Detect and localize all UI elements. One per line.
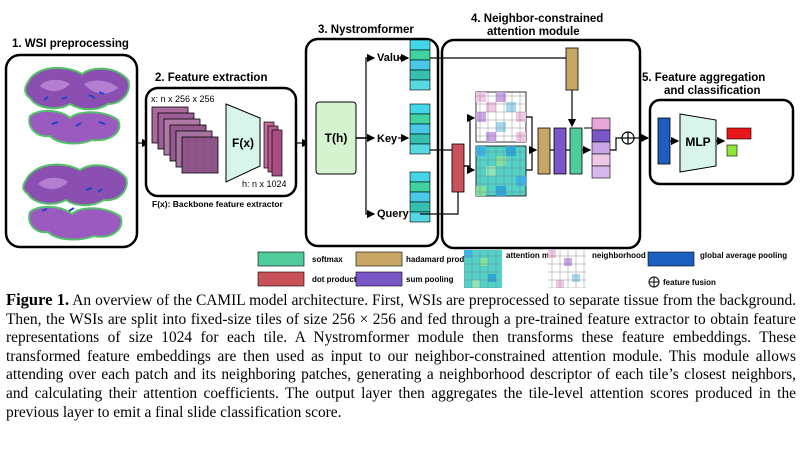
query-vector	[409, 171, 431, 223]
legend-mask-label: neighborhood mask	[592, 251, 669, 260]
query-label: Query	[377, 208, 410, 220]
embedding-stack	[263, 121, 283, 177]
dot-product-block	[451, 143, 465, 193]
stage4-title-line1: 4. Neighbor-constrained	[471, 13, 603, 25]
legend-dot-label: dot product	[312, 275, 357, 284]
arrow-dot-to-mask	[464, 165, 476, 175]
extractor-note: F(x): Backbone feature extractor	[152, 199, 284, 209]
neighborhood-descriptor	[591, 117, 611, 179]
stage5-title-line1: 5. Feature aggregation	[642, 72, 765, 84]
arrow-attn-to-softmax	[526, 116, 538, 155]
mlp-label: MLP	[685, 135, 710, 149]
wsi-slide-top	[24, 66, 130, 145]
attention-matrix-masked	[475, 91, 527, 143]
stage2-title: 2. Feature extraction	[155, 72, 267, 84]
query-to-dot	[420, 192, 459, 215]
legend-fusion-icon	[648, 276, 660, 288]
output-class-green	[726, 144, 738, 157]
legend-dot-swatch	[257, 271, 305, 287]
softmax-block	[569, 127, 583, 175]
value-label: Value	[377, 52, 406, 64]
wsi-slide-bottom	[22, 163, 128, 241]
legend: softmax dot product hadamard product sum…	[257, 250, 787, 288]
figure-caption: Figure 1. An overview of the CAMIL model…	[6, 290, 796, 422]
sum-pool-block	[553, 127, 567, 175]
legend-hadamard-swatch	[355, 251, 403, 267]
attention-matrix	[475, 145, 527, 197]
caption-text: An overview of the CAMIL model architect…	[6, 292, 796, 421]
legend-softmax-swatch	[257, 251, 305, 267]
input-dims: x: n x 256 x 256	[151, 94, 215, 104]
output-dims: h: n x 1024	[242, 179, 287, 189]
hadamard-top	[565, 47, 579, 91]
arrow-to-query	[356, 137, 376, 219]
tile-stack	[151, 106, 219, 174]
mlp-block	[679, 113, 717, 173]
classifier-box	[648, 98, 795, 186]
stage1-title: 1. WSI preprocessing	[12, 38, 129, 50]
arrow-mask-join	[526, 150, 533, 171]
nystromformer-box	[304, 37, 440, 248]
legend-gap-label: global average pooling	[700, 251, 787, 260]
legend-attention-swatch	[464, 250, 502, 288]
stage5-title-line2: and classification	[664, 85, 761, 97]
gap-block	[657, 117, 671, 165]
key-vector	[409, 103, 431, 155]
architecture-diagram: 1. WSI preprocessing 2. Feature extracti…	[4, 13, 795, 288]
legend-softmax-label: softmax	[312, 255, 343, 264]
legend-hadamard-label: hadamard product	[406, 255, 477, 264]
feature-extractor-trapezoid	[225, 103, 261, 183]
stage3-title: 3. Nystromformer	[318, 24, 414, 36]
legend-fusion-label: feature fusion	[663, 278, 716, 287]
legend-sumpool-label: sum pooling	[406, 275, 454, 284]
figure-label: Figure 1.	[6, 290, 70, 309]
link-to-fusion	[610, 137, 622, 151]
legend-mask-swatch	[548, 250, 586, 288]
transform-label: T(h)	[325, 131, 348, 145]
extractor-label: F(x)	[232, 136, 254, 150]
value-vector	[409, 39, 431, 91]
output-class-red	[726, 127, 752, 140]
legend-sumpool-swatch	[355, 271, 403, 287]
key-label: Key	[377, 133, 398, 145]
hadamard-mid	[537, 127, 551, 175]
stage4-title-line2: attention module	[487, 26, 580, 38]
legend-gap-swatch	[647, 251, 695, 267]
legend-attention-label: attention matrix	[506, 251, 567, 260]
